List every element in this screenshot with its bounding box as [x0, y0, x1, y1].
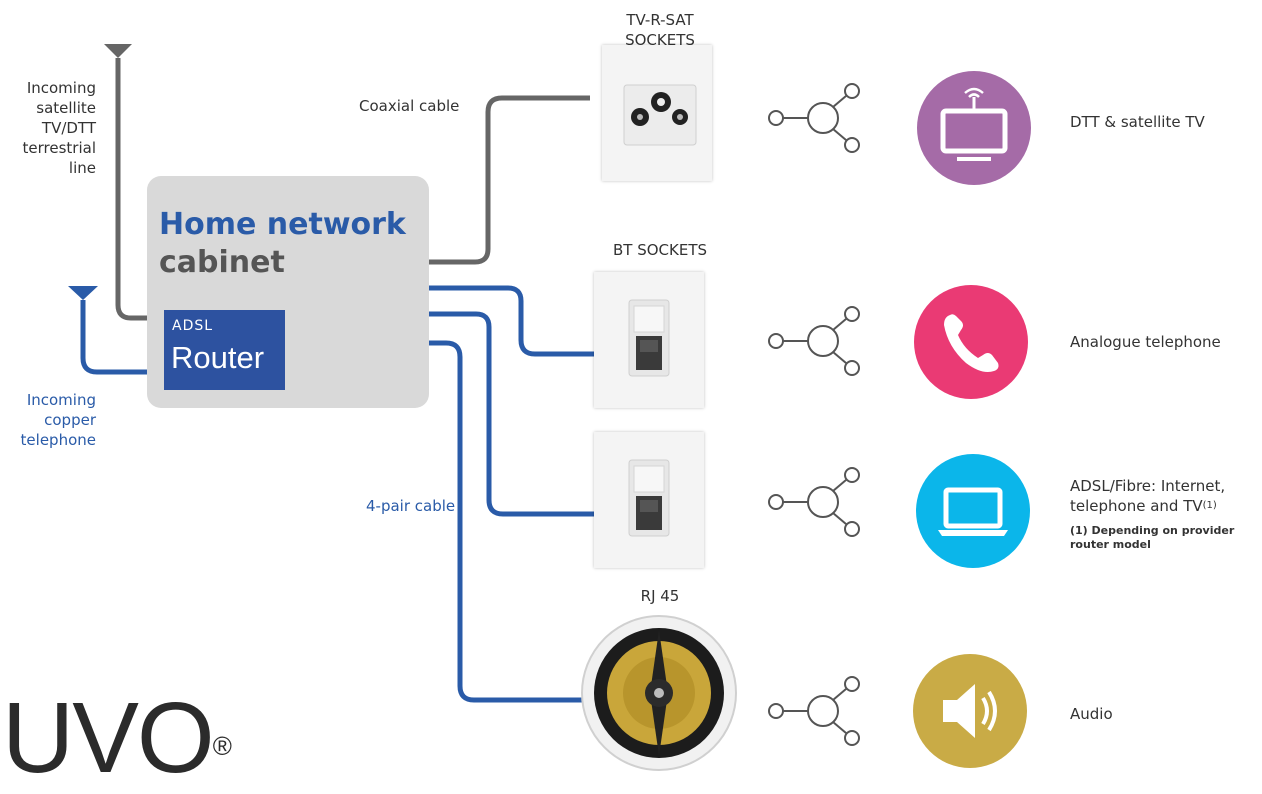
internet-footnote: (1) Depending on provider router model: [1070, 524, 1235, 551]
copper-cable: [80, 300, 170, 375]
share-icon: [768, 676, 860, 746]
router-label: Router: [171, 340, 265, 375]
bt-socket: [594, 272, 704, 408]
tv-r-sat-socket: [602, 45, 712, 181]
rj45-title: RJ 45: [640, 587, 680, 605]
satellite-antenna-icon: [104, 44, 132, 58]
coaxial-cable: [428, 95, 590, 265]
cabinet-title-line1: Home network: [159, 207, 406, 242]
share-icon: [768, 83, 860, 153]
satellite-cable: [115, 58, 170, 321]
tv-r-sat-sockets-title: TV-R-SAT SOCKETS: [625, 11, 695, 49]
bt-socket-icon: [628, 299, 670, 377]
speaker-icon: [913, 654, 1027, 768]
copper-antenna-icon: [68, 286, 98, 300]
uvo-logo: UVO®: [2, 682, 232, 794]
copper-line-label: Incoming copper telephone: [20, 391, 96, 449]
adsl-router: ADSL Router: [164, 310, 285, 390]
phone-service-label: Analogue telephone: [1070, 333, 1221, 351]
bt-sockets-title: BT SOCKETS: [612, 241, 708, 259]
cabinet-title-line2: cabinet: [159, 245, 285, 280]
rj45-socket-icon: [628, 459, 670, 537]
home-network-cabinet: Home network cabinet ADSL Router: [147, 176, 429, 408]
coax-socket-icon: [623, 84, 697, 146]
rj45-cable: [428, 311, 600, 517]
bt-cable: [428, 285, 600, 357]
laptop-icon: [916, 454, 1030, 568]
share-icon: [768, 306, 860, 376]
four-pair-cable-label: 4-pair cable: [366, 497, 456, 515]
speaker-grille-icon: [581, 615, 737, 771]
phone-icon: [914, 285, 1028, 399]
share-icon: [768, 467, 860, 537]
coaxial-cable-label: Coaxial cable: [359, 97, 460, 115]
rj45-socket: [594, 432, 704, 568]
tv-service-label: DTT & satellite TV: [1070, 113, 1205, 131]
audio-service-label: Audio: [1070, 705, 1113, 723]
tv-icon: [917, 71, 1031, 185]
satellite-line-label: Incoming satellite TV/DTT terrestrial li…: [22, 79, 96, 177]
ceiling-speaker: [580, 614, 738, 772]
internet-service-label: ADSL/Fibre: Internet, telephone and TV(1…: [1070, 477, 1226, 515]
router-type: ADSL: [172, 318, 214, 334]
audio-cable: [428, 340, 590, 703]
